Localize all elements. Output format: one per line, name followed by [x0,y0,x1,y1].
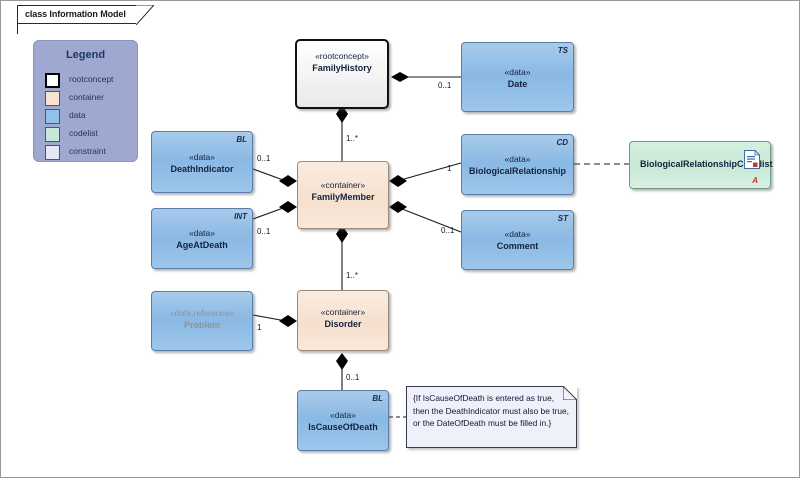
class-box-iscauseofdeath[interactable]: BL «data» IsCauseOfDeath [297,390,389,451]
connector-ageatdeath-familymember [252,201,297,220]
stereotype-ageatdeath: «data» [189,228,215,238]
classname-comment: Comment [496,241,539,251]
class-box-codelist[interactable]: BiologicalRelationshipCodelist A [629,141,773,189]
multiplicity-deathindicator: 0..1 [257,154,271,163]
type-tag-biologicalrelationship: CD [556,138,568,147]
legend-swatch-codelist [45,127,60,142]
class-box-ageatdeath[interactable]: INT «data» AgeAtDeath [151,208,253,269]
classname-familymember: FamilyMember [311,192,375,202]
frame-left-edge [17,24,18,34]
class-box-date[interactable]: TS «data» Date [461,42,574,112]
classname-ageatdeath: AgeAtDeath [176,240,228,250]
classname-deathindicator: DeathIndicator [170,164,234,174]
multiplicity-biologicalrelationship: 1 [447,164,452,173]
stereotype-familymember: «container» [320,180,366,190]
class-box-comment[interactable]: ST «data» Comment [461,210,574,270]
legend-label-constraint: constraint [69,146,106,156]
class-box-deathindicator[interactable]: BL «data» DeathIndicator [151,131,253,193]
classname-biologicalrelationship: BiologicalRelationship [468,166,566,176]
class-box-disorder[interactable]: «container» Disorder [297,290,389,351]
diagram-title: class Information Model [25,9,126,19]
multiplicity-ageatdeath: 0..1 [257,227,271,236]
legend-swatch-container [45,91,60,106]
classname-disorder: Disorder [324,319,362,329]
constraint-note-text: {If IsCauseOfDeath is entered as true, t… [413,393,569,428]
codelist-marker-a: A [752,176,758,185]
legend-swatch-rootconcept [45,73,60,88]
stereotype-comment: «data» [504,229,531,239]
legend-label-container: container [69,92,104,102]
class-box-familyhistory[interactable]: «rootconcept» FamilyHistory [295,39,389,109]
connector-disorder-iscauseofdeath [336,353,348,390]
note-fold-corner-icon [563,386,577,400]
multiplicity-iscauseofdeath: 0..1 [346,373,360,382]
diagram-frame-tab: class Information Model [17,5,154,25]
stereotype-familyhistory: «rootconcept» [315,51,369,61]
multiplicity-comment: 0..1 [441,226,455,235]
legend-panel: Legend rootconcept container data codeli… [33,40,138,162]
legend-swatch-data [45,109,60,124]
stereotype-problem: «data,reference» [169,308,235,318]
multiplicity-date: 0..1 [438,81,452,90]
legend-label-codelist: codelist [69,128,98,138]
classname-familyhistory: FamilyHistory [312,63,372,73]
classname-codelist: BiologicalRelationshipCodelist [640,159,773,169]
type-tag-date: TS [557,46,568,55]
multiplicity-disorder-familymember: 1..* [346,271,359,280]
legend-title: Legend [65,49,106,61]
type-tag-deathindicator: BL [236,135,247,144]
classname-iscauseofdeath: IsCauseOfDeath [308,422,378,432]
class-box-problem[interactable]: «data,reference» Problem [151,291,253,351]
type-tag-iscauseofdeath: BL [372,394,383,403]
legend-label-rootconcept: rootconcept [69,74,114,84]
connector-familyhistory-familymember [336,105,348,161]
stereotype-date: «data» [504,67,531,77]
stereotype-disorder: «container» [320,307,366,317]
connector-familymember-disorder [336,225,348,290]
tab-corner-shape [136,5,154,25]
stereotype-biologicalrelationship: «data» [504,154,531,164]
type-tag-comment: ST [557,214,568,223]
class-box-biologicalrelationship[interactable]: CD «data» BiologicalRelationship [461,134,574,195]
class-box-familymember[interactable]: «container» FamilyMember [297,161,389,229]
legend-swatch-constraint [45,145,60,160]
multiplicity-familymember-familyhistory: 1..* [346,134,359,143]
constraint-note[interactable]: {If IsCauseOfDeath is entered as true, t… [406,386,577,448]
multiplicity-problem: 1 [257,323,262,332]
document-icon [744,150,760,169]
classname-date: Date [507,79,528,89]
stereotype-iscauseofdeath: «data» [330,410,356,420]
classname-problem: Problem [183,320,220,330]
stereotype-deathindicator: «data» [189,152,215,162]
legend-label-data: data [69,110,86,120]
connector-deathindicator-familymember [252,168,297,187]
type-tag-ageatdeath: INT [234,212,247,221]
